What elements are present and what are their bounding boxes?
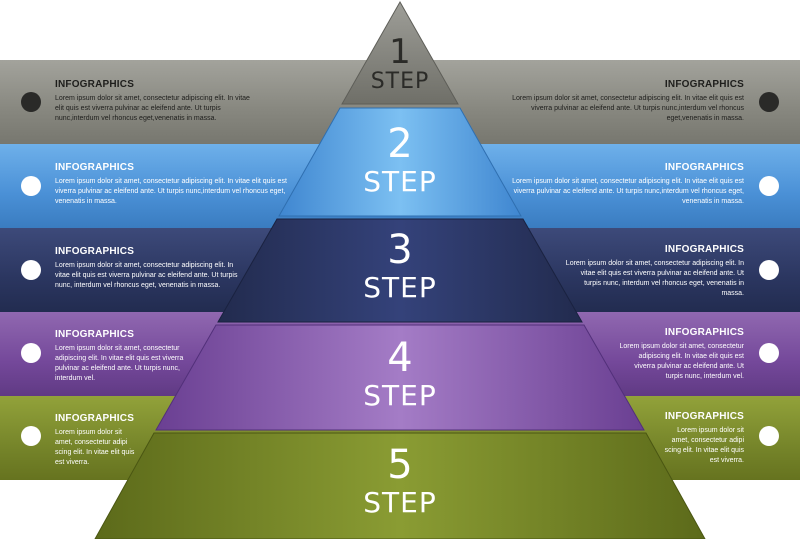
info-left-5-heading: INFOGRAPHICS [55,413,135,424]
info-left-1: INFOGRAPHICS Lorem ipsum dolor sit amet,… [55,80,255,124]
info-right-4-heading: INFOGRAPHICS [664,327,744,338]
info-right-5-heading: INFOGRAPHICS [664,411,744,422]
info-right-2-heading: INFOGRAPHICS [664,162,744,173]
info-left-4-body: Lorem ipsum dolor sit amet, consectetur … [55,345,184,382]
bullet-dot-left-3 [21,260,41,280]
info-right-3-body: Lorem ipsum dolor sit amet, consectetur … [565,260,744,297]
info-left-3-heading: INFOGRAPHICS [55,246,135,257]
bullet-dot-right-4 [759,343,779,363]
info-left-1-heading: INFOGRAPHICS [55,79,135,90]
step-1-label: 1 STEP [300,34,500,94]
step-5-number: 5 [387,442,413,488]
step-3-word: STEP [363,271,437,304]
pyramid-tier-5 [94,432,706,539]
bullet-dot-right-5 [759,426,779,446]
bullet-dot-left-1 [21,92,41,112]
step-2-word: STEP [363,165,437,198]
info-right-1-heading: INFOGRAPHICS [664,79,744,90]
step-1-number: 1 [389,32,411,72]
info-right-1: INFOGRAPHICS Lorem ipsum dolor sit amet,… [504,80,744,124]
bullet-dot-right-3 [759,260,779,280]
info-left-2-body: Lorem ipsum dolor sit amet, consectetur … [55,178,287,205]
step-5-label: 5 STEP [300,443,500,519]
info-left-3: INFOGRAPHICS Lorem ipsum dolor sit amet,… [55,247,240,291]
info-right-5: INFOGRAPHICS Lorem ipsum dolor sit amet,… [664,412,744,466]
info-right-4-body: Lorem ipsum dolor sit amet, consectetur … [619,343,745,380]
info-right-1-body: Lorem ipsum dolor sit amet, consectetur … [512,95,744,122]
info-left-5: INFOGRAPHICS Lorem ipsum dolor sit amet,… [55,414,137,468]
bullet-dot-right-1 [759,92,779,112]
info-left-4-heading: INFOGRAPHICS [55,329,135,340]
step-2-number: 2 [387,121,413,167]
info-left-4: INFOGRAPHICS Lorem ipsum dolor sit amet,… [55,330,185,384]
info-right-2: INFOGRAPHICS Lorem ipsum dolor sit amet,… [512,163,744,207]
info-left-2: INFOGRAPHICS Lorem ipsum dolor sit amet,… [55,163,287,207]
pyramid-tier-3 [217,218,583,323]
info-left-2-heading: INFOGRAPHICS [55,162,135,173]
info-left-3-body: Lorem ipsum dolor sit amet, consectetur … [55,262,238,289]
bullet-dot-left-2 [21,176,41,196]
info-left-1-body: Lorem ipsum dolor sit amet, consectetur … [55,95,250,122]
step-4-number: 4 [387,335,413,381]
pyramid-tier-4 [155,324,645,431]
step-5-word: STEP [363,486,437,519]
pyramid-tier-2 [278,107,522,217]
step-3-number: 3 [387,227,413,273]
bullet-dot-left-4 [21,343,41,363]
step-4-label: 4 STEP [300,336,500,412]
info-left-5-body: Lorem ipsum dolor sit amet, consectetur … [55,429,135,466]
step-1-word: STEP [370,69,430,94]
step-2-label: 2 STEP [300,122,500,198]
step-3-label: 3 STEP [300,228,500,304]
info-right-2-body: Lorem ipsum dolor sit amet, consectetur … [512,178,744,205]
step-4-word: STEP [363,379,437,412]
pyramid-tier-1 [341,0,459,105]
info-right-5-body: Lorem ipsum dolor sit amet, consectetur … [664,427,744,464]
info-right-3: INFOGRAPHICS Lorem ipsum dolor sit amet,… [562,245,744,299]
bullet-dot-left-5 [21,426,41,446]
info-right-3-heading: INFOGRAPHICS [664,244,744,255]
info-right-4: INFOGRAPHICS Lorem ipsum dolor sit amet,… [616,327,745,382]
bullet-dot-right-2 [759,176,779,196]
